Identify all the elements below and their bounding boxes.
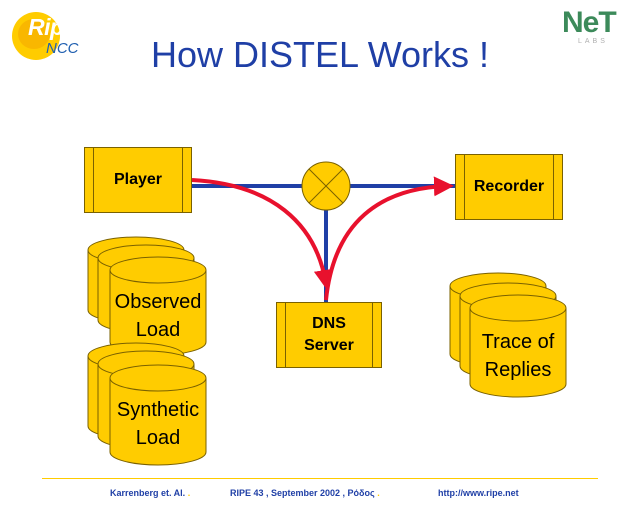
observed-load-label: Observed Load: [110, 288, 206, 344]
footer-author-text: Karrenberg et. Al.: [110, 488, 186, 498]
ripe-ncc-logo: [12, 12, 60, 60]
observed-line2: Load: [135, 319, 181, 341]
router-icon: [301, 161, 351, 211]
synthetic-load-stack: [87, 342, 207, 466]
synthetic-line2: Load: [135, 427, 181, 449]
synthetic-line1: Synthetic: [116, 399, 200, 421]
dns-server-node: DNS Server: [276, 302, 382, 368]
player-node: Player: [84, 147, 192, 213]
footer-dot: .: [187, 488, 191, 498]
flow-player-to-dns: [191, 178, 334, 290]
footer-author: Karrenberg et. Al. .: [110, 488, 190, 498]
dns-label-line1: DNS: [312, 315, 346, 332]
observed-line1: Observed: [114, 291, 202, 313]
flow-dns-to-recorder: [324, 176, 454, 301]
recorder-node: Recorder: [455, 154, 563, 220]
footer-divider: [42, 478, 598, 479]
player-label: Player: [113, 171, 163, 188]
dns-label-line2: Server: [304, 337, 354, 354]
footer-meeting-text: RIPE 43 , September 2002 , Ρόδος: [230, 488, 375, 498]
trace-line2: Replies: [484, 359, 552, 381]
ncc-logo-text: NCC: [46, 40, 79, 57]
observed-load-stack: [87, 236, 207, 356]
recorder-label: Recorder: [473, 178, 545, 195]
synthetic-load-label: Synthetic Load: [110, 396, 206, 452]
trace-of-replies-label: Trace of Replies: [470, 328, 566, 384]
trace-of-replies-stack: [449, 272, 567, 398]
ripe-logo-text: Ripe: [28, 14, 76, 40]
slide-title: How DISTEL Works !: [150, 34, 490, 75]
footer-dot: .: [377, 488, 380, 498]
footer-meeting: RIPE 43 , September 2002 , Ρόδος .: [230, 488, 380, 498]
footer-url[interactable]: http://www.ripe.net: [438, 488, 519, 498]
net-labs-logo-sub: LABS: [578, 38, 608, 45]
net-labs-logo: NeT: [562, 6, 617, 39]
trace-line1: Trace of: [481, 331, 555, 353]
